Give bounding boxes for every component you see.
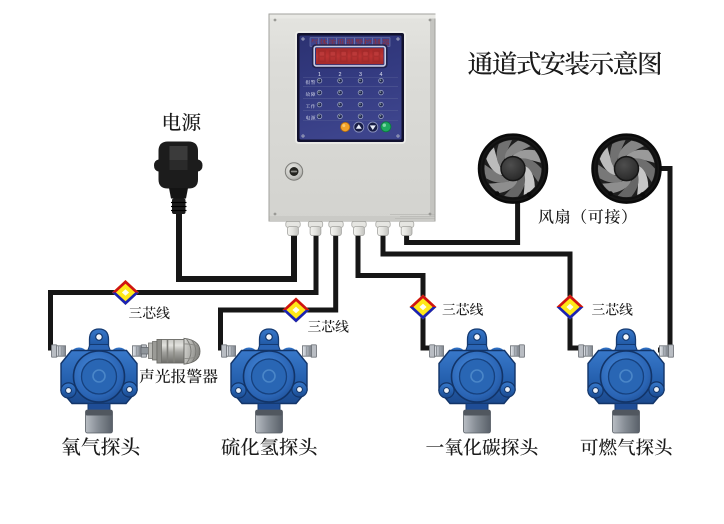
svg-text:1: 1: [318, 72, 321, 78]
svg-text:4: 4: [380, 72, 383, 78]
svg-text:3: 3: [359, 72, 362, 78]
svg-text:2: 2: [339, 72, 342, 78]
